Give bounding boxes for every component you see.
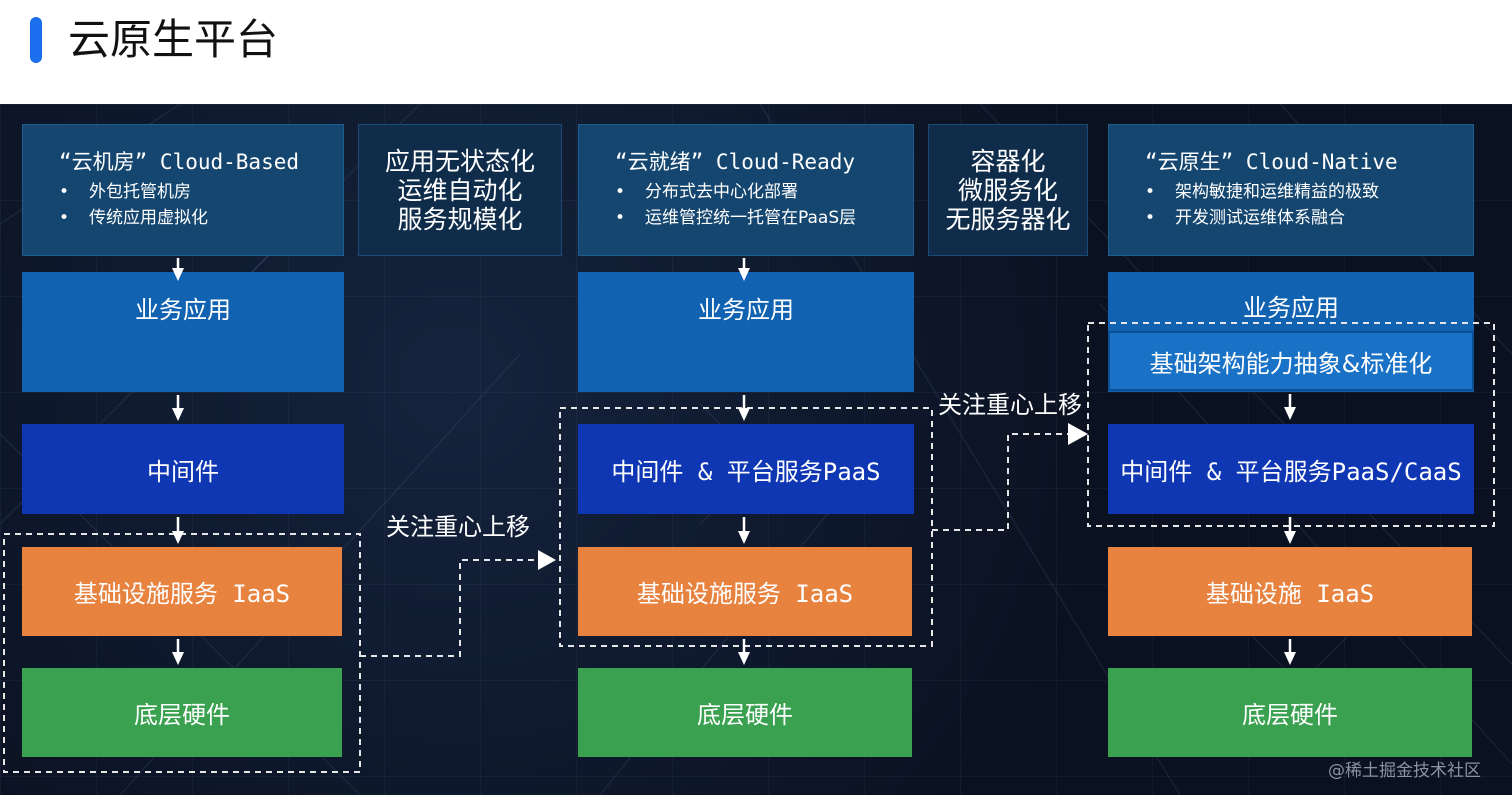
stage-cloud-based-header: “云机房” Cloud-Based 外包托管机房 传统应用虚拟化 [22,124,344,256]
stage2-dashed-group [559,407,933,647]
stage-cloud-native-header: “云原生” Cloud-Native 架构敏捷和运维精益的极致 开发测试运维体系… [1108,124,1474,256]
shift-arrow-2 [932,433,1070,531]
transition-line: 微服务化 [957,175,1058,205]
stage2-iaas-layer: 基础设施服务 IaaS [578,547,912,636]
stage-title: “云原生” Cloud-Native [1145,150,1398,174]
stage-bullet: 开发测试运维体系融合 [1145,205,1473,231]
stage3-hardware-layer: 底层硬件 [1108,668,1472,757]
transition-line: 容器化 [970,146,1046,176]
stage1-arrows [172,258,184,665]
stage-cloud-ready-header: “云就绪” Cloud-Ready 分布式去中心化部署 运维管控统一托管在Paa… [578,124,914,256]
stage-title: “云机房” Cloud-Based [59,150,300,174]
shift-arrow-1-head [538,550,556,570]
stage3-arrows [1284,394,1296,665]
stage1-iaas-layer: 基础设施服务 IaaS [22,547,342,636]
bottom-strip [0,795,1512,803]
stage-bullet: 架构敏捷和运维精益的极致 [1145,179,1473,205]
shift-arrow-2-head [1068,423,1088,445]
stage3-dashed-group [1087,322,1495,527]
title-accent-bar [30,17,42,63]
stage-bullet: 外包托管机房 [59,179,343,205]
shift-focus-label-2: 关注重心上移 [938,391,1082,419]
transition-line: 应用无状态化 [384,146,535,176]
shift-arrow-1 [360,559,540,657]
stage2-arrows [738,258,750,665]
page-header: 云原生平台 [0,0,1512,104]
stage-title: “云就绪” Cloud-Ready [615,150,856,174]
stage-bullet: 传统应用虚拟化 [59,205,343,231]
page-title: 云原生平台 [68,15,279,64]
transition-line: 运维自动化 [397,175,523,205]
stage-bullet: 分布式去中心化部署 [615,179,913,205]
transition-line: 无服务器化 [945,204,1071,234]
stage-bullet: 运维管控统一托管在PaaS层 [615,205,913,231]
watermark: @稀土掘金技术社区 [1328,761,1481,781]
stage1-hardware-layer: 底层硬件 [22,668,342,757]
stage3-iaas-layer: 基础设施 IaaS [1108,547,1472,636]
shift-focus-label-1: 关注重心上移 [386,513,530,541]
transition-1-box: 应用无状态化 运维自动化 服务规模化 [358,124,562,256]
transition-line: 服务规模化 [397,204,523,234]
stage3-middleware-layer: 中间件 & 平台服务PaaS/CaaS [1108,424,1474,514]
stage2-middleware-layer: 中间件 & 平台服务PaaS [578,424,914,514]
stage2-app-layer: 业务应用 [578,272,914,392]
stage2-hardware-layer: 底层硬件 [578,668,912,757]
stage3-standardization-layer: 基础架构能力抽象&标准化 [1108,331,1474,391]
stage1-middleware-layer: 中间件 [22,424,344,514]
transition-2-box: 容器化 微服务化 无服务器化 [928,124,1088,256]
stage1-app-layer: 业务应用 [22,272,344,392]
